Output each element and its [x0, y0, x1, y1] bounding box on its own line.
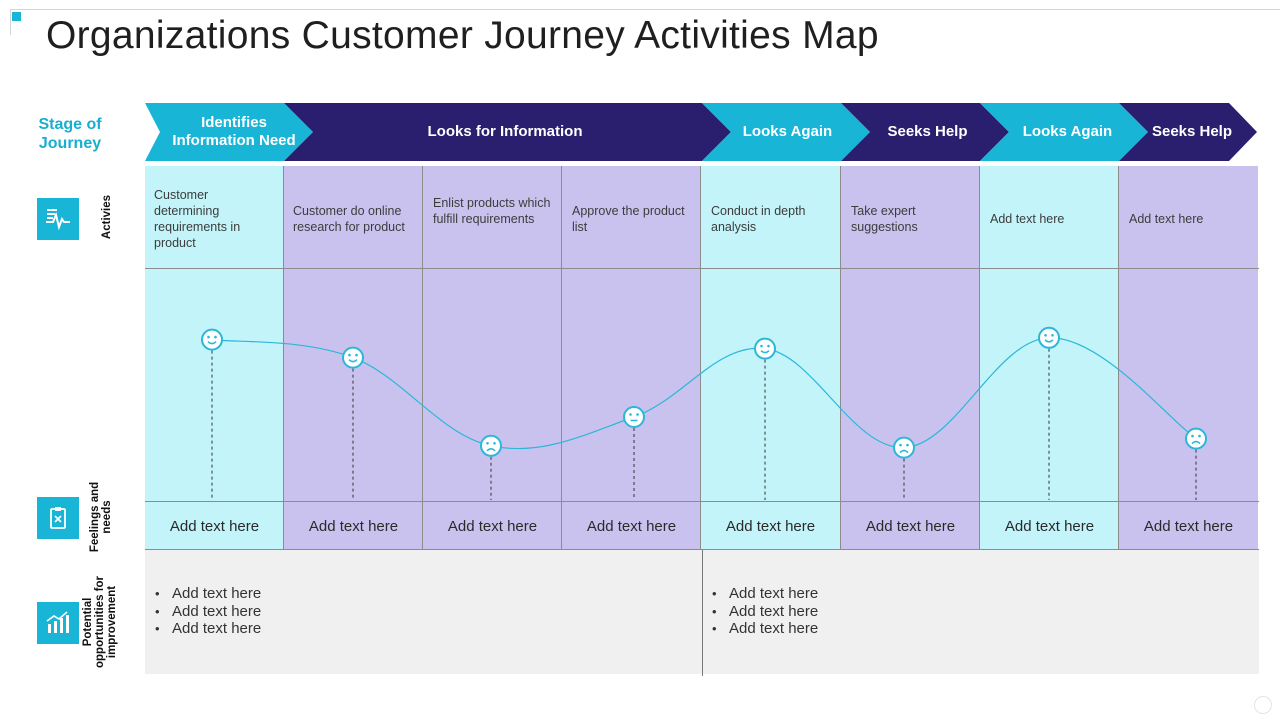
stage-chevron-2 — [284, 103, 731, 161]
row-label-opportunities: Potential opportunities for improvement — [82, 576, 118, 668]
journey-column-4 — [562, 166, 701, 549]
opportunities-list-1: Add text here Add text here Add text her… — [155, 585, 261, 638]
feeling-text-7: Add text here — [1004, 517, 1095, 535]
stage-label-3: Looks Again — [742, 123, 833, 140]
happy-face-icon — [342, 346, 364, 369]
feeling-text-2: Add text here — [308, 517, 399, 535]
stage-label-2: Looks for Information — [427, 123, 583, 140]
list-item: Add text here — [712, 603, 818, 621]
side-rule — [10, 9, 11, 35]
stage-chevron-1 — [145, 103, 313, 161]
stage-chevron-bar — [145, 103, 1257, 161]
opportunities-list-2: Add text here Add text here Add text her… — [712, 585, 818, 638]
activity-text-7: Add text here — [990, 212, 1065, 226]
list-item: Add text here — [712, 620, 818, 638]
list-item: Add text here — [712, 585, 818, 603]
activity-text-1: Customer determining requirements in pro… — [154, 188, 241, 250]
feelings-curve-line — [211, 337, 1197, 450]
stage-chevron-6 — [1119, 103, 1257, 161]
feeling-text-8: Add text here — [1143, 517, 1234, 535]
stage-chevron-4 — [841, 103, 1009, 161]
stage-chevron-3 — [702, 103, 870, 161]
journey-column-8 — [1119, 166, 1258, 549]
journey-column-1 — [145, 166, 284, 549]
activity-text-5: Conduct in depth analysis — [711, 204, 806, 234]
slide-corner-marker — [1254, 696, 1272, 714]
feeling-text-5: Add text here — [725, 517, 816, 535]
activity-text-3: Enlist products which fulfill requiremen… — [433, 196, 551, 226]
feeling-text-6: Add text here — [865, 517, 956, 535]
sad-face-icon — [1185, 427, 1207, 450]
page-title: Organizations Customer Journey Activitie… — [46, 14, 879, 57]
stage-label-6: Seeks Help — [1151, 123, 1233, 140]
stage-of-journey-label: Stage of Journey — [38, 116, 102, 152]
activity-text-2: Customer do online research for product — [293, 204, 405, 234]
sad-face-icon — [480, 434, 502, 457]
clipboard-icon — [37, 497, 79, 539]
sad-face-icon — [893, 436, 915, 459]
happy-face-icon — [201, 328, 223, 351]
pulse-document-icon — [37, 198, 79, 240]
happy-face-icon — [754, 337, 776, 360]
list-item: Add text here — [155, 585, 261, 603]
list-item: Add text here — [155, 620, 261, 638]
happy-face-icon — [1038, 326, 1060, 349]
stage-label-1: Identifies Information Need — [172, 114, 296, 149]
row-label-activities: Activies — [101, 194, 113, 240]
stage-label-5: Looks Again — [1022, 123, 1113, 140]
opportunities-divider — [702, 550, 703, 676]
row-divider — [145, 501, 1259, 502]
activity-text-6: Take expert suggestions — [851, 204, 918, 234]
stage-chevron-5 — [980, 103, 1148, 161]
accent-square — [12, 12, 21, 21]
row-divider — [145, 268, 1259, 269]
neutral-face-icon — [623, 406, 645, 428]
journey-column-6 — [841, 166, 980, 549]
activity-text-4: Approve the product list — [572, 204, 685, 234]
row-divider — [145, 549, 1259, 550]
journey-column-3 — [423, 166, 562, 549]
list-item: Add text here — [155, 603, 261, 621]
stage-label-4: Seeks Help — [887, 123, 968, 140]
row-label-feelings: Feelings and needs — [89, 481, 113, 553]
feeling-text-4: Add text here — [586, 517, 677, 535]
growth-chart-icon — [37, 602, 79, 644]
top-rule — [10, 9, 1280, 10]
activity-text-8: Add text here — [1129, 212, 1204, 226]
feeling-text-3: Add text here — [447, 517, 538, 535]
feeling-text-1: Add text here — [169, 517, 260, 535]
